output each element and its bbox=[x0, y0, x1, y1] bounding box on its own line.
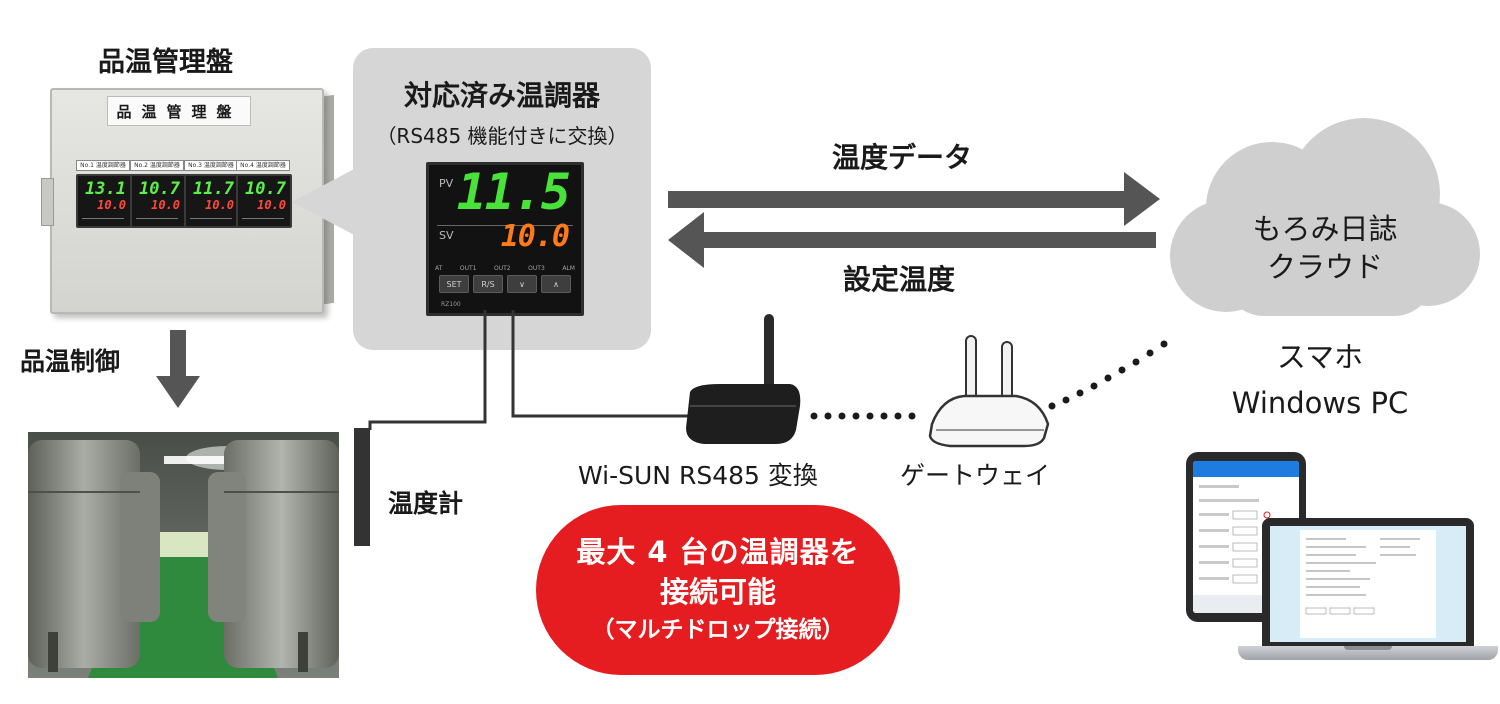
cloud-icon bbox=[1170, 118, 1480, 316]
set-key: SET bbox=[439, 275, 469, 293]
temp-data-label: 温度データ bbox=[832, 141, 973, 174]
controller-wiring bbox=[354, 310, 692, 546]
temp-control-label: 品温制御 bbox=[20, 347, 121, 376]
controller-model: RZ100 bbox=[441, 301, 461, 308]
callout-line2: 接続可能 bbox=[659, 575, 776, 609]
wisun-converter-icon bbox=[686, 314, 801, 444]
panel-unit-keys bbox=[136, 218, 178, 223]
panel-unit-keys bbox=[242, 218, 284, 223]
laptop-notch bbox=[1344, 646, 1392, 650]
panel-unit-sv: 10.0 bbox=[97, 198, 126, 212]
run-stop-key: R/S bbox=[473, 275, 503, 293]
set-temp-label: 設定温度 bbox=[843, 263, 956, 296]
led-label: OUT3 bbox=[528, 265, 545, 272]
wisun-converter-label: Wi-SUN RS485 変換 bbox=[578, 461, 818, 490]
left-arrow-icon bbox=[668, 212, 1156, 268]
cloud-label: もろみ日誌 クラウド bbox=[1160, 210, 1490, 286]
panel-unit-keys bbox=[82, 218, 124, 223]
panel-unit-display: 11.7 10.0 bbox=[184, 174, 240, 228]
right-arrow-icon bbox=[668, 172, 1160, 226]
panel-unit-display: 10.7 10.0 bbox=[236, 174, 292, 228]
panel-handle bbox=[41, 178, 54, 226]
panel-unit-sv: 10.0 bbox=[205, 198, 234, 212]
panel-unit-sv: 10.0 bbox=[151, 198, 180, 212]
panel-unit-display: 10.7 10.0 bbox=[130, 174, 186, 228]
gateway-label: ゲートウェイ bbox=[900, 461, 1051, 490]
laptop-screen bbox=[1270, 526, 1466, 642]
panel-unit-tag: No.4 温度調節器 bbox=[236, 160, 290, 171]
laptop-base bbox=[1238, 646, 1498, 660]
panel-unit-pv: 10.7 bbox=[139, 179, 180, 199]
devices-label-line2: Windows PC bbox=[1231, 386, 1409, 420]
controller-subtitle: （RS485 機能付きに交換） bbox=[376, 124, 628, 148]
indicator-leds: AT OUT1 OUT2 OUT3 ALM bbox=[435, 265, 575, 272]
pv-value: 11.5 bbox=[456, 163, 571, 221]
panel-unit-display: 13.1 10.0 bbox=[76, 174, 132, 228]
callout-line1: 最大 4 台の温調器を bbox=[576, 535, 860, 569]
pv-label: PV bbox=[439, 177, 454, 190]
callout-line3: （マルチドロップ接続） bbox=[591, 617, 845, 643]
laptop-app-window bbox=[1270, 526, 1466, 642]
controller-keys: SET R/S ∨ ∧ bbox=[439, 275, 571, 293]
panel-unit-tag: No.2 温度調節器 bbox=[130, 160, 184, 171]
panel-nameplate: 品温管理盤 bbox=[107, 96, 251, 126]
dotted-link-converter-gateway bbox=[810, 412, 916, 420]
sv-label: SV bbox=[439, 229, 454, 242]
display-divider bbox=[437, 225, 573, 226]
led-label: ALM bbox=[562, 265, 575, 272]
controller-title: 対応済み温調器 bbox=[403, 79, 600, 112]
temperature-controller: PV 11.5 SV 10.0 AT OUT1 OUT2 OUT3 ALM SE… bbox=[426, 162, 584, 316]
panel-unit-pv: 11.7 bbox=[193, 179, 234, 199]
panel-unit-keys bbox=[190, 218, 232, 223]
led-label: OUT1 bbox=[459, 265, 477, 272]
panel-unit-pv: 13.1 bbox=[85, 179, 126, 199]
thermometer-label: 温度計 bbox=[388, 489, 464, 518]
down-arrow-icon bbox=[156, 330, 200, 408]
panel-unit-tag: No.1 温度調節器 bbox=[76, 160, 130, 171]
sv-value: 10.0 bbox=[500, 219, 570, 254]
cloud-label-line1: もろみ日誌 bbox=[1252, 212, 1398, 246]
down-key: ∨ bbox=[507, 275, 537, 293]
panel-unit-pv: 10.7 bbox=[245, 179, 286, 199]
tank-illustration bbox=[28, 432, 339, 678]
devices-label: スマホ Windows PC bbox=[1200, 334, 1440, 426]
panel-unit-sv: 10.0 bbox=[257, 198, 286, 212]
gateway-icon bbox=[928, 335, 1050, 448]
led-label: OUT2 bbox=[494, 265, 511, 272]
laptop-icon bbox=[1262, 518, 1474, 648]
multidrop-callout: 最大 4 台の温調器を 接続可能 （マルチドロップ接続） bbox=[536, 505, 900, 675]
led-label: AT bbox=[435, 265, 443, 272]
smartphone-app-bar bbox=[1193, 461, 1299, 477]
dotted-link-gateway-cloud bbox=[1048, 340, 1168, 410]
fermentation-tank-photo bbox=[28, 432, 339, 678]
panel-title: 品温管理盤 bbox=[98, 47, 233, 78]
devices-label-line1: スマホ bbox=[1276, 340, 1364, 374]
cloud-label-line2: クラウド bbox=[1266, 250, 1383, 284]
callout-bubble-tail bbox=[292, 168, 356, 236]
up-key: ∧ bbox=[541, 275, 571, 293]
panel-unit-tag: No.3 温度調節器 bbox=[184, 160, 238, 171]
